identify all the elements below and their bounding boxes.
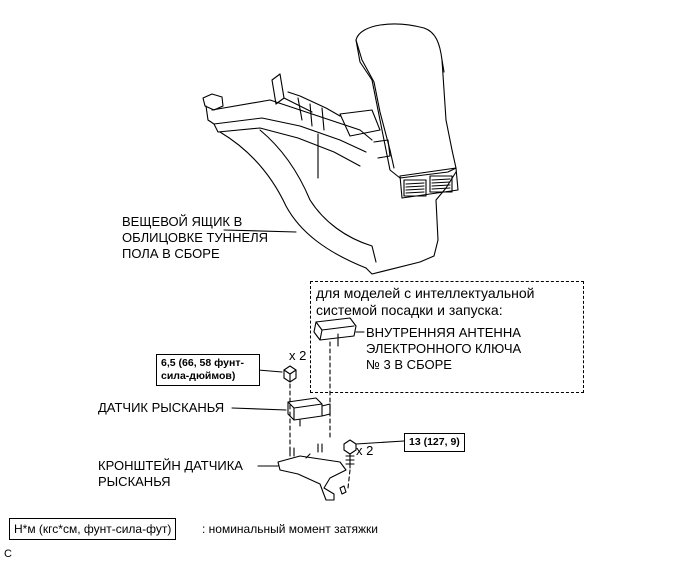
legend-description: : номинальный момент затяжки (202, 522, 378, 536)
bolt-drawing (343, 439, 357, 469)
nut-quantity: x 2 (289, 348, 307, 363)
nut-torque-box: 6,5 (66, 58 фунт- сила-дюймов) (156, 354, 260, 386)
console-box-label: ВЕЩЕВОЙ ЯЩИК В ОБЛИЦОВКЕ ТУННЕЛЯ ПОЛА В … (122, 214, 269, 261)
intelligent-entry-frame (310, 281, 584, 393)
bolt-quantity: x 2 (356, 443, 374, 458)
rear-vent-left (403, 179, 427, 197)
leader-yaw (231, 407, 287, 411)
nut-drawing (257, 365, 297, 383)
leader-nut (257, 369, 283, 373)
bracket-label: КРОНШТЕЙН ДАТЧИКА РЫСКАНЬЯ (98, 458, 243, 489)
corner-mark: C (4, 548, 12, 560)
legend-unit-box: Н*м (кгс*см, фунт-сила-фут) (9, 518, 177, 540)
leader-bolt (355, 440, 405, 445)
antenna-label: ВНУТРЕННЯЯ АНТЕННА ЭЛЕКТРОННОГО КЛЮЧА № … (366, 325, 522, 372)
console-box-drawing (202, 23, 459, 275)
antenna-drawing (313, 317, 365, 347)
bolt-torque-box: 13 (127, 9) (404, 433, 465, 452)
bracket-drawing (257, 443, 347, 501)
yaw-sensor-label: ДАТЧИК РЫСКАНЬЯ (98, 400, 225, 415)
leader-console (223, 229, 297, 233)
yaw-sensor-drawing (231, 397, 331, 427)
rear-vent-right (429, 175, 453, 193)
models-note-label: для моделей с интеллектуальной системой … (316, 285, 535, 318)
